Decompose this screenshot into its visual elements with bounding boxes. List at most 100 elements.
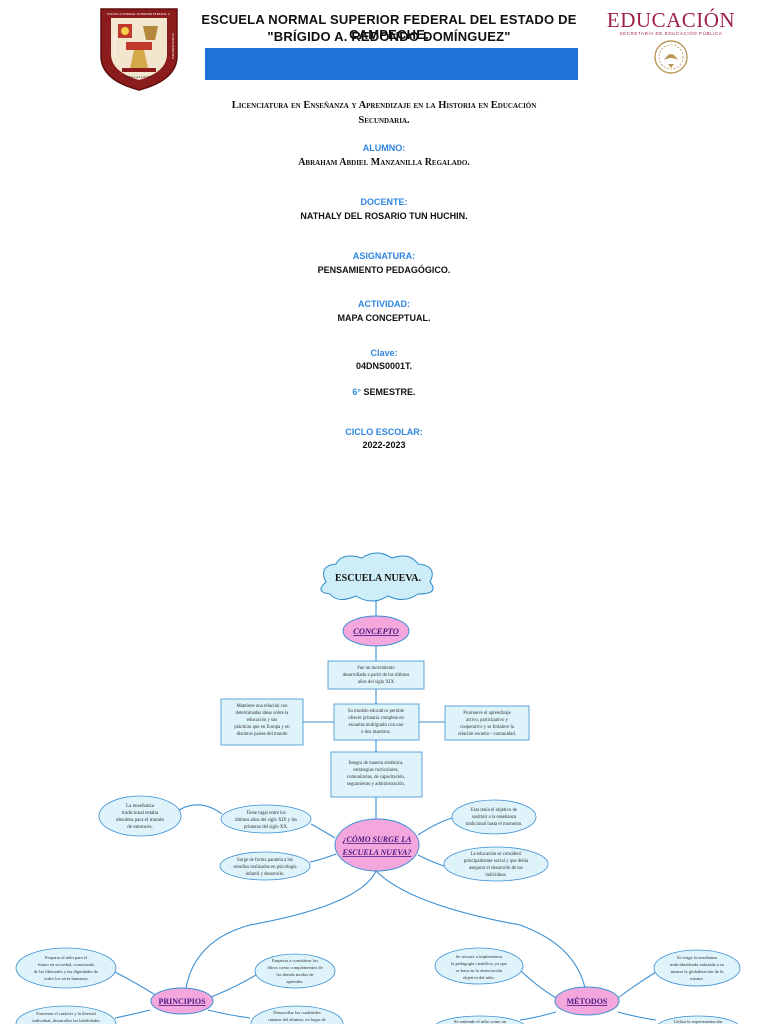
activity-value: MAPA CONCEPTUAL. bbox=[337, 313, 431, 323]
como-surge-node bbox=[334, 818, 420, 872]
experimentacion-bubble bbox=[657, 1015, 739, 1024]
integra-box-line: estrategias curriculares, bbox=[353, 768, 398, 773]
relation-box-line: distintos países del mundo bbox=[237, 732, 288, 737]
desarrollar-bubble bbox=[250, 1005, 344, 1024]
concept-box-1-line: años del siglo XIX bbox=[358, 680, 395, 685]
seal-text-bottom: ESTA LA LUZ DEL bbox=[125, 75, 153, 79]
connector-lines bbox=[114, 594, 657, 1021]
tiene-lugar-bubble bbox=[220, 804, 312, 834]
metodos-label: MÉTODOS bbox=[567, 996, 608, 1006]
school-seal-logo: ESCUELA NORMAL SUPERIOR FEDERAL C. EN EL… bbox=[98, 6, 180, 92]
title-cloud bbox=[320, 552, 434, 602]
activity-label: ACTIVIDAD: bbox=[358, 299, 410, 309]
surge-paralela-line: Surge de forma paralela a los bbox=[237, 858, 293, 863]
metodos-node bbox=[554, 986, 620, 1016]
school-name-line1: ESCUELA NORMAL SUPERIOR FEDERAL DEL ESTA… bbox=[201, 12, 577, 42]
learning-box-line: Promueve el aprendizaje bbox=[463, 711, 510, 716]
como-surge-label-1: ¿CÓMO SURGE LA bbox=[343, 834, 413, 844]
surge-paralela-line: estudios realizados en psicología bbox=[233, 865, 297, 870]
desarrollar-line: innatas del alumno, en lugar de bbox=[268, 1017, 325, 1023]
student-label: ALUMNO: bbox=[362, 143, 406, 153]
learning-box-line: relación escuela – comunidad. bbox=[458, 732, 516, 737]
objetivo-line: sustituir a la enseñanza bbox=[472, 815, 517, 820]
degree-line-1: Licenciatura en Enseñanza y Aprendizaje … bbox=[231, 100, 537, 111]
entiende-bubble bbox=[435, 1015, 525, 1024]
experimentacion-line: Utiliza la experimentación bbox=[674, 1019, 723, 1024]
concept-box-1-line: Fue un movimiento bbox=[357, 666, 395, 671]
surge-paralela-bubble bbox=[219, 851, 311, 881]
key-value: 04DNS0001T. bbox=[355, 361, 413, 371]
exige-bubble bbox=[653, 949, 741, 987]
concept-box-1 bbox=[327, 660, 425, 690]
exige-line: Se exige la enseñanza bbox=[677, 955, 717, 960]
principios-node bbox=[150, 987, 214, 1015]
concept-box-1-line: desarrollado a partir de los últimos bbox=[343, 673, 410, 678]
learning-box bbox=[444, 705, 530, 741]
sep-logo-subtitle: SECRETARÍA DE EDUCACIÓN PÚBLICA bbox=[619, 31, 723, 36]
integra-box bbox=[330, 751, 423, 798]
integra-box-line: seguimiento y administración. bbox=[347, 782, 405, 787]
empezar-line: libros como complementos de bbox=[267, 965, 322, 970]
sep-logo-title: EDUCACIÓN bbox=[606, 8, 736, 32]
pedagogia-line: se basa en la observación bbox=[456, 968, 503, 973]
objetivo-bubble bbox=[451, 799, 537, 835]
learning-box-line: activo, participativo y bbox=[466, 718, 509, 723]
model-box bbox=[333, 703, 420, 741]
concept-map: ESCUELA NUEVA. CONCEPTO Fue un movimient… bbox=[15, 552, 741, 1024]
model-box-line: escuelas multigrado con uno bbox=[349, 723, 404, 728]
empezar-line: los demás modos de bbox=[276, 972, 313, 977]
pedagogia-line: la pedagogía científica, ya que bbox=[451, 961, 507, 967]
sep-logo: EDUCACIÓN SECRETARÍA DE EDUCACIÓN PÚBLIC… bbox=[604, 8, 738, 81]
preparar-line: todos los seres humanos bbox=[44, 976, 88, 981]
educacion-social-line: La educación se consideró bbox=[471, 852, 522, 857]
relation-box-line: prácticas que en Europa y en bbox=[234, 725, 290, 730]
semester-value: SEMESTRE. bbox=[363, 387, 416, 397]
fomentar-line: Fomentar el carácter y la libertad bbox=[36, 1011, 96, 1016]
cycle-value: 2022-2023 bbox=[362, 440, 406, 450]
pedagogia-line: Se recurre a implementar bbox=[456, 954, 503, 959]
preparar-line: futuro en sociedad, conociendo bbox=[38, 962, 95, 968]
subject-label: ASIGNATURA: bbox=[352, 251, 416, 261]
seal-text-right: CONOCIMIENTO bbox=[171, 33, 175, 60]
fomentar-bubble bbox=[15, 1005, 117, 1024]
educacion-social-bubble bbox=[443, 846, 549, 882]
teacher-value: NATHALY DEL ROSARIO TUN HUCHIN. bbox=[300, 211, 468, 221]
empezar-line: Empezar a considerar los bbox=[272, 958, 319, 963]
model-box-line: Su modelo educativo permite bbox=[348, 709, 404, 714]
preparar-line: Preparar al niño para el bbox=[45, 955, 88, 960]
obsolete-teaching-line: de entonces. bbox=[127, 824, 153, 830]
exige-line: misma. bbox=[690, 976, 703, 981]
relation-box bbox=[220, 698, 304, 746]
concept-box-1-text: Fue un movimiento desarrollado a partir … bbox=[343, 666, 410, 685]
seal-text-top: ESCUELA NORMAL SUPERIOR FEDERAL C. bbox=[107, 12, 171, 16]
integra-box-line: comunitarias, de capacitación, bbox=[347, 775, 405, 780]
integra-box-line: Integra de manera sistémica, bbox=[349, 761, 404, 766]
pedagogia-bubble bbox=[434, 947, 524, 985]
concepto-label: CONCEPTO bbox=[353, 626, 399, 636]
obsolete-teaching-line: obsoleta para el mundo bbox=[116, 817, 165, 823]
degree-title: Licenciatura en Enseñanza y Aprendizaje … bbox=[0, 98, 768, 128]
educacion-social-line: asegurar el desarrollo de los bbox=[469, 866, 523, 871]
teacher-label: DOCENTE: bbox=[360, 197, 408, 207]
concepto-node bbox=[342, 615, 410, 647]
objetivo-line: tradicional hasta el momento. bbox=[466, 822, 523, 827]
como-surge-label-2: ESCUELA NUEVA? bbox=[342, 848, 412, 857]
surge-paralela-line: infantil y desarrollo. bbox=[245, 872, 284, 877]
empezar-bubble bbox=[254, 953, 336, 989]
principios-label: PRINCIPIOS bbox=[158, 997, 206, 1006]
obsolete-teaching-line: tradicional estaba bbox=[122, 810, 159, 816]
educacion-social-line: principalmente social y que debía bbox=[464, 859, 529, 864]
cycle-label: CICLO ESCOLAR: bbox=[345, 427, 423, 437]
national-emblem-icon bbox=[654, 40, 688, 74]
exige-line: individualizada enlazada a su bbox=[670, 962, 725, 967]
tiene-lugar-line: Tiene lugar entre los bbox=[246, 811, 286, 816]
obsolete-teaching-bubble bbox=[98, 795, 182, 837]
degree-line-2: Secundaria. bbox=[358, 115, 410, 126]
objetivo-line: Esta tenía el objetivo de bbox=[471, 808, 517, 813]
pedagogia-line: objetiva del niño. bbox=[463, 975, 495, 980]
fomentar-line: individual, desarrollar las habilidades bbox=[32, 1018, 100, 1024]
semester-line: 6° SEMESTRE. bbox=[0, 387, 768, 397]
desarrollar-line: Desarrollar las cualidades bbox=[273, 1010, 321, 1015]
learning-box-line: cooperativo y se fortalece la bbox=[460, 725, 515, 730]
model-box-line: ofrecer primaria completa en bbox=[348, 716, 404, 721]
